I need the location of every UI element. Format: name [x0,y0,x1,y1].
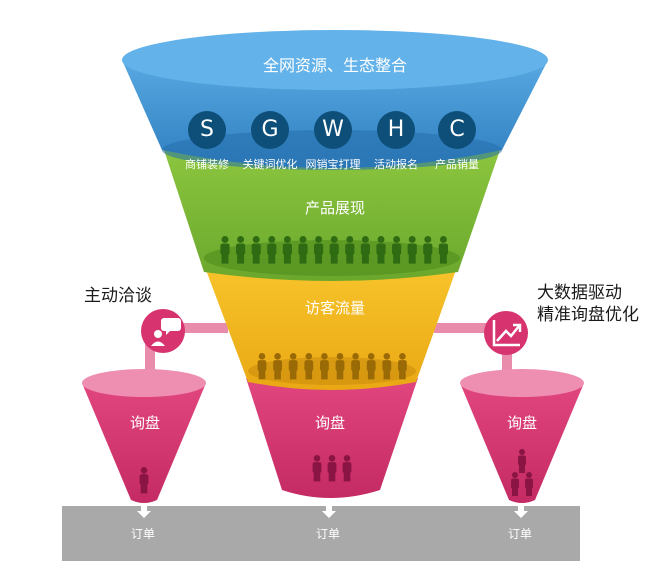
person-icon [236,236,246,264]
person-icon [392,236,402,264]
person-icon [257,353,267,380]
top-title: 全网资源、生态整合 [262,56,407,75]
person-icon [320,353,329,380]
person-icon [525,472,533,496]
person-icon [382,353,392,380]
person-icon [327,455,337,482]
person-icon [423,236,433,264]
service-label-s: 商铺装修 [185,158,229,171]
service-label-h: 活动报名 [374,158,418,171]
person-icon [511,472,519,496]
service-w-icon: W [314,111,352,149]
order-label-left: 订单 [131,527,156,541]
right-stem [502,342,512,382]
person-icon [398,353,407,380]
stage-inquiry-left: 询盘 [129,414,160,432]
right-cup-rim [460,369,584,397]
person-icon [312,455,322,482]
person-icon [273,353,282,380]
person-icon [282,236,292,264]
person-icon [351,353,360,380]
person-icon [220,236,230,264]
growth-chart-icon-badge [484,311,528,355]
left-label: 主动洽谈 [84,286,152,306]
person-icon [345,236,355,264]
left-stem [145,340,155,382]
person-icon [329,236,339,264]
yellow-crowd [257,353,407,380]
order-label-center: 订单 [316,527,341,541]
right-cup [460,383,584,503]
funnel-yellow-section [206,270,456,390]
center-crowd [312,455,352,482]
left-cup-rim [82,369,206,397]
right-connector [434,323,494,333]
person-icon [288,353,298,380]
left-cup [82,383,206,503]
order-label-right: 订单 [508,527,533,541]
right-label-line2: 精准询盘优化 [537,305,639,325]
down-arrow-icon [137,506,528,518]
person-icon [518,449,526,473]
growth-chart-icon [492,320,522,347]
chat-icon-badge [141,309,185,353]
person-icon [366,353,376,380]
person-icon [314,236,324,264]
person-icon [438,236,448,264]
stage-product-display: 产品展现 [304,199,365,217]
right-label-line1: 大数据驱动 [537,283,622,303]
service-g-icon: G [251,111,289,149]
service-c-icon: C [438,111,476,149]
person-icon [342,455,352,482]
service-label-w: 网销宝打理 [305,158,361,171]
stage-visitor-traffic: 访客流量 [304,299,365,317]
service-label-c: 产品销量 [435,158,479,171]
person-icon [335,353,345,380]
left-connector [178,323,228,333]
funnel-top-rim [122,30,548,90]
person-icon [376,236,386,264]
left-crowd [139,467,149,494]
person-icon [304,353,314,380]
chat-icon [151,318,181,346]
person-icon [360,236,370,264]
right-crowd [511,449,533,496]
stage-inquiry-right: 询盘 [506,414,537,432]
order-base-bar [62,506,580,561]
person-icon [251,236,261,264]
green-crowd [220,236,448,264]
service-s-icon: S [188,111,226,149]
blue-shadow [162,130,502,170]
person-icon [407,236,417,264]
service-h-icon: H [377,111,415,149]
person-icon [267,236,277,264]
person-icon [298,236,308,264]
funnel-pink-section [246,378,418,498]
stage-inquiry-center: 询盘 [314,414,345,432]
person-icon [139,467,149,494]
service-label-g: 关键词优化 [242,158,298,171]
